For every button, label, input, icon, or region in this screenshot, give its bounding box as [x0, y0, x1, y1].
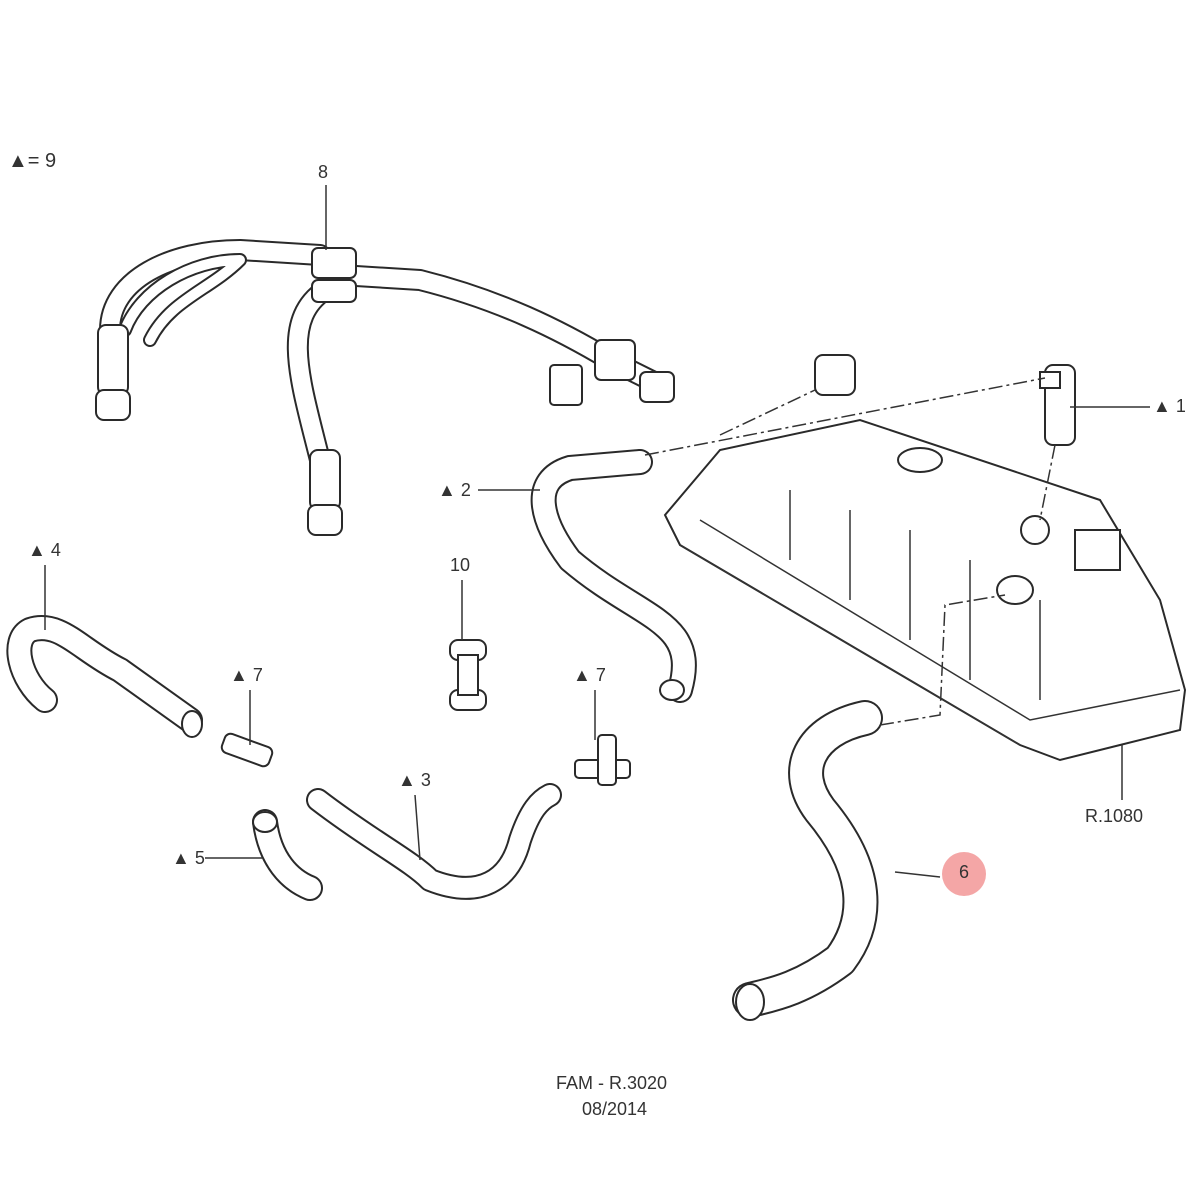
hose-5 [252, 812, 310, 888]
callout-7b: ▲ 7 [573, 665, 606, 685]
footer-date: 08/2014 [582, 1099, 648, 1119]
valve-cover [663, 354, 1187, 762]
legend-text: = 9 [27, 150, 57, 172]
triangle-marker-icon: ▲ [8, 150, 28, 172]
hose-3 [318, 795, 550, 888]
callout-2: ▲ 2 [438, 480, 471, 500]
footer-code: FAM - R.3020 [556, 1073, 668, 1093]
callout-6-highlight: 6 [942, 852, 986, 896]
reference-label: R.1080 [1085, 806, 1144, 826]
callout-10: 10 [450, 555, 471, 575]
callout-1: ▲ 1 [1153, 396, 1186, 416]
callout-7a: ▲ 7 [230, 665, 263, 685]
connectors-7 [220, 732, 631, 786]
clip-10 [449, 639, 487, 711]
hose-2 [544, 462, 684, 700]
hose-set-8 [95, 248, 675, 536]
hose-6 [736, 718, 865, 1021]
callout-3: ▲ 3 [398, 770, 431, 790]
hose-4 [19, 628, 203, 738]
legend: ▲= 9 [8, 150, 56, 173]
pcv-valve-1 [1039, 364, 1076, 446]
callout-8: 8 [318, 162, 329, 182]
callout-5: ▲ 5 [172, 848, 205, 868]
callout-4: ▲ 4 [28, 540, 61, 560]
leader-lines [44, 185, 1150, 878]
callout-6: 6 [958, 862, 969, 882]
